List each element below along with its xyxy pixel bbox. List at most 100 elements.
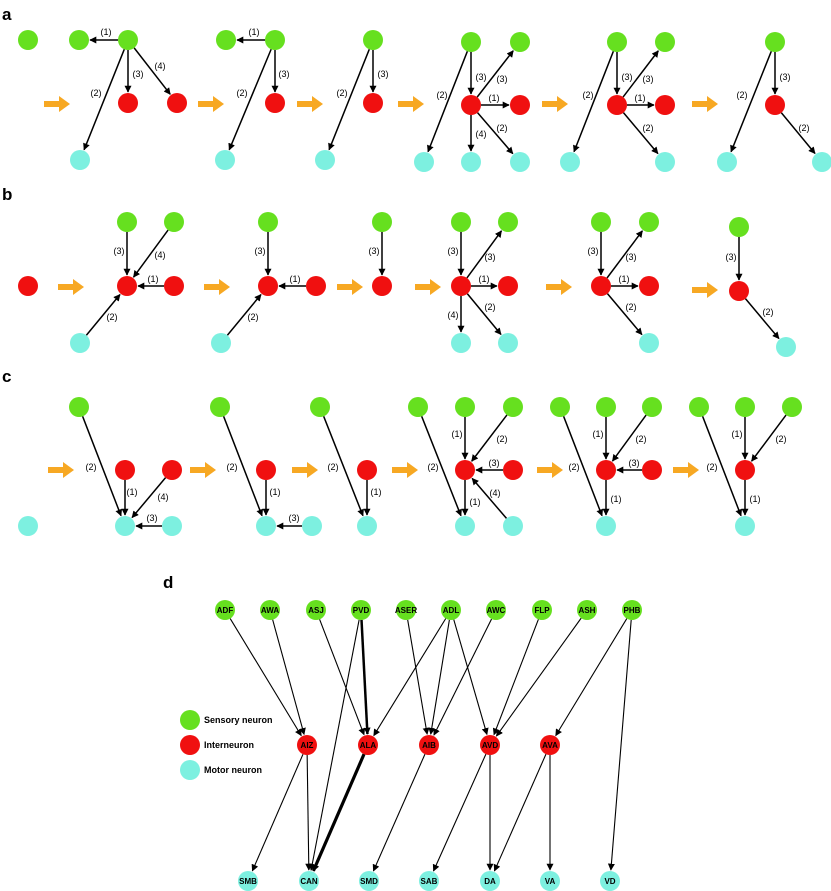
edge-arrow bbox=[433, 618, 493, 736]
edge-label: (1) bbox=[270, 487, 281, 497]
edge-arrow bbox=[360, 619, 371, 735]
motor-node bbox=[639, 333, 659, 353]
neuron-label-smd: SMD bbox=[360, 877, 378, 886]
sensory-node bbox=[591, 212, 611, 232]
legend-inter-swatch bbox=[180, 735, 200, 755]
interneuron-node bbox=[357, 460, 377, 480]
edge-label: (2) bbox=[583, 90, 594, 100]
edge-arrow bbox=[471, 477, 508, 519]
sensory-node bbox=[18, 30, 38, 50]
edge-arrow bbox=[471, 414, 508, 462]
neuron-node-awc bbox=[486, 600, 506, 620]
edge-label: (2) bbox=[497, 434, 508, 444]
edge-label: (3) bbox=[279, 69, 290, 79]
edge-label: (3) bbox=[114, 246, 125, 256]
interneuron-node bbox=[510, 95, 530, 115]
edge-label: (4) bbox=[155, 61, 166, 71]
neuron-node-phb bbox=[622, 600, 642, 620]
edge-label: (2) bbox=[763, 307, 774, 317]
motor-node bbox=[812, 152, 831, 172]
neuron-node-avd bbox=[480, 735, 500, 755]
sensory-node bbox=[451, 212, 471, 232]
edge-arrow bbox=[428, 619, 450, 735]
neuron-label-flp: FLP bbox=[534, 606, 550, 615]
sensory-node bbox=[655, 32, 675, 52]
edge-arrow bbox=[466, 230, 503, 279]
motor-node bbox=[735, 516, 755, 536]
b-step-7: (3)(2) bbox=[726, 217, 796, 357]
sensory-node bbox=[498, 212, 518, 232]
motor-node bbox=[717, 152, 737, 172]
edge-arrow bbox=[622, 50, 659, 98]
neuron-node-asj bbox=[306, 600, 326, 620]
edge-arrow bbox=[611, 414, 647, 462]
step-arrow-icon bbox=[692, 282, 718, 298]
interneuron-node bbox=[607, 95, 627, 115]
edge-label: (3) bbox=[448, 246, 459, 256]
step-arrow-icon bbox=[673, 462, 699, 478]
c-step-1 bbox=[18, 516, 38, 536]
edge-label: (1) bbox=[732, 429, 743, 439]
edge-arrow bbox=[453, 619, 489, 736]
sensory-node bbox=[639, 212, 659, 232]
edge-arrow bbox=[476, 50, 514, 98]
edge-arrow bbox=[750, 414, 787, 462]
interneuron-node bbox=[765, 95, 785, 115]
c-step-2: (2)(1)(4)(3) bbox=[69, 397, 182, 536]
step-arrow-icon bbox=[44, 96, 70, 112]
interneuron-node bbox=[117, 276, 137, 296]
edge-label: (2) bbox=[707, 462, 718, 472]
sensory-node bbox=[408, 397, 428, 417]
neuron-label-aiz: AIZ bbox=[301, 741, 314, 750]
legend-sensory-swatch bbox=[180, 710, 200, 730]
edge-arrow bbox=[83, 49, 125, 151]
step-arrow-icon bbox=[337, 279, 363, 295]
motor-node bbox=[70, 150, 90, 170]
interneuron-node bbox=[18, 276, 38, 296]
edge-arrow bbox=[573, 51, 615, 153]
edge-arrow bbox=[132, 229, 169, 278]
sensory-node bbox=[729, 217, 749, 237]
neuron-label-aib: AIB bbox=[422, 741, 436, 750]
motor-node bbox=[510, 152, 530, 172]
b-step-1 bbox=[18, 276, 38, 296]
edge-arrow bbox=[476, 112, 514, 155]
edge-label: (1) bbox=[479, 274, 490, 284]
edge-arrow bbox=[373, 618, 447, 737]
motor-node bbox=[302, 516, 322, 536]
motor-node bbox=[560, 152, 580, 172]
motor-node bbox=[215, 150, 235, 170]
interneuron-node bbox=[118, 93, 138, 113]
interneuron-node bbox=[258, 276, 278, 296]
edge-arrow bbox=[131, 477, 167, 519]
interneuron-node bbox=[167, 93, 187, 113]
sensory-node bbox=[372, 212, 392, 232]
step-arrow-icon bbox=[415, 279, 441, 295]
edge-label: (3) bbox=[147, 513, 158, 523]
interneuron-node bbox=[162, 460, 182, 480]
panel-label-b: b bbox=[2, 185, 12, 204]
neuron-node-ash bbox=[577, 600, 597, 620]
edge-arrow bbox=[420, 416, 462, 517]
edge-arrow bbox=[407, 619, 430, 735]
neuron-node-pvd bbox=[351, 600, 371, 620]
edge-arrow bbox=[495, 617, 582, 737]
neuron-node-flp bbox=[532, 600, 552, 620]
interneuron-node bbox=[655, 95, 675, 115]
a-step-5: (2)(3)(3)(1)(4)(2) bbox=[414, 32, 530, 172]
edge-arrow bbox=[272, 619, 306, 736]
sensory-node bbox=[164, 212, 184, 232]
sensory-node bbox=[69, 397, 89, 417]
step-arrow-icon bbox=[542, 96, 568, 112]
edge-label: (1) bbox=[489, 93, 500, 103]
motor-node bbox=[503, 516, 523, 536]
edge-label: (2) bbox=[328, 462, 339, 472]
edge-label: (4) bbox=[155, 250, 166, 260]
edge-label: (3) bbox=[476, 72, 487, 82]
edge-label: (2) bbox=[91, 88, 102, 98]
motor-node bbox=[256, 516, 276, 536]
motor-node bbox=[70, 333, 90, 353]
step-arrow-icon bbox=[292, 462, 318, 478]
edge-arrow bbox=[744, 298, 780, 340]
edge-label: (1) bbox=[101, 27, 112, 37]
